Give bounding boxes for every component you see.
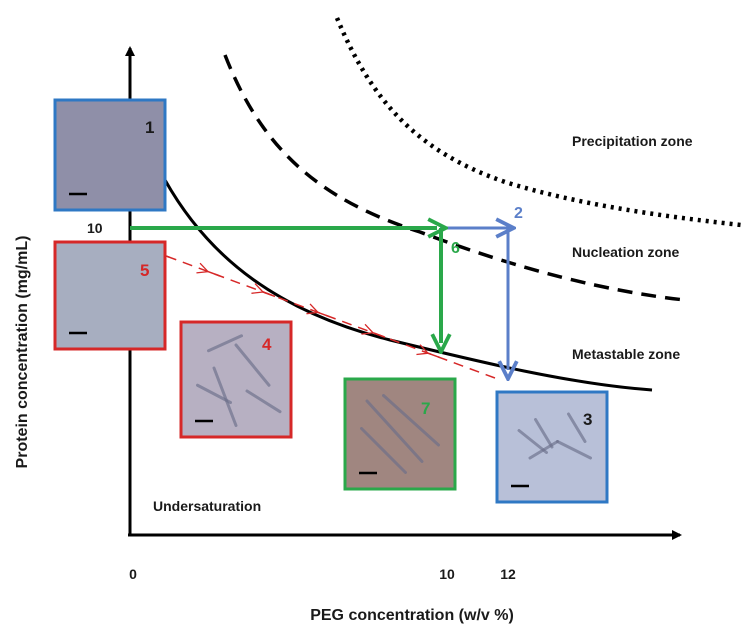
crystal-shape bbox=[212, 366, 238, 427]
crystal-shape bbox=[517, 429, 548, 454]
solubility-curve bbox=[163, 179, 653, 392]
precipitation-zone-label: Precipitation zone bbox=[572, 133, 693, 149]
x-tick-0: 0 bbox=[129, 566, 137, 582]
nucleation-zone-label: Nucleation zone bbox=[572, 244, 680, 260]
micrograph-7: 7 bbox=[343, 377, 457, 491]
x-axis-title: PEG concentration (w/v %) bbox=[310, 607, 514, 624]
x-tick-10: 10 bbox=[439, 566, 455, 582]
micrograph-layer: 1 5 4 7 3 bbox=[53, 98, 609, 504]
micrograph-1: 1 bbox=[53, 98, 167, 212]
micrograph-1-frame bbox=[53, 98, 167, 212]
micrograph-number-4: 4 bbox=[262, 335, 272, 354]
micrograph-7-frame bbox=[343, 377, 457, 491]
point-label-2: 2 bbox=[514, 205, 523, 222]
red-arrowheads bbox=[158, 253, 441, 359]
crystal-shape bbox=[534, 418, 554, 449]
point-label-6: 6 bbox=[451, 240, 460, 257]
micrograph-number-1: 1 bbox=[145, 118, 154, 137]
micrograph-5-frame bbox=[53, 240, 167, 351]
x-tick-12: 12 bbox=[500, 566, 516, 582]
metastable-zone-label: Metastable zone bbox=[572, 346, 680, 362]
micrograph-4: 4 bbox=[179, 320, 293, 439]
micrograph-number-7: 7 bbox=[421, 399, 430, 418]
crystal-shape bbox=[382, 394, 440, 447]
undersaturation-zone-label: Undersaturation bbox=[153, 498, 261, 514]
crystal-shape bbox=[567, 412, 587, 443]
micrograph-4-frame bbox=[179, 320, 293, 439]
crystal-shape bbox=[556, 440, 592, 460]
crystal-shape bbox=[245, 389, 282, 414]
nucleation-curve bbox=[223, 54, 686, 302]
y-axis-title: Protein concentration (mg/mL) bbox=[14, 236, 31, 469]
micrograph-number-3: 3 bbox=[583, 410, 592, 429]
crystal-shape bbox=[207, 334, 243, 353]
y-tick-10: 10 bbox=[87, 220, 103, 236]
crystal-shape bbox=[360, 427, 407, 474]
micrograph-3: 3 bbox=[495, 390, 609, 504]
micrograph-5: 5 bbox=[53, 240, 167, 351]
crystal-shape bbox=[528, 440, 559, 460]
crystal-shape bbox=[234, 343, 271, 387]
precipitation-curve bbox=[334, 17, 741, 228]
crystal-shape bbox=[365, 399, 424, 463]
micrograph-number-5: 5 bbox=[140, 261, 149, 280]
